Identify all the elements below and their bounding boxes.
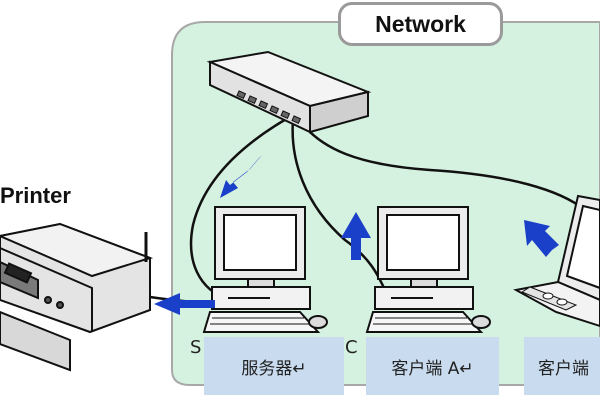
server-computer <box>202 206 328 333</box>
cable-to-server <box>189 116 289 302</box>
network-switch <box>206 50 372 134</box>
cable-to-client-a <box>291 119 387 291</box>
client-a-computer <box>365 206 491 333</box>
arrow-client-b-to-switch <box>524 220 559 257</box>
printer-label: Printer <box>0 183 71 208</box>
arrow-switch-to-server <box>220 155 262 198</box>
network-title: Network <box>338 2 503 46</box>
printer <box>0 222 154 372</box>
data-flow-arrows <box>154 155 559 315</box>
switch-ports <box>236 90 302 125</box>
server-caption: 服务器↵ <box>204 337 344 395</box>
server-caption-left-fragment: S <box>190 337 202 358</box>
arrow-server-to-printer <box>154 293 215 315</box>
client-a-caption: 客户端 A↵ <box>366 337 499 395</box>
client-b-laptop <box>513 194 600 328</box>
cable-to-client-b <box>296 117 586 211</box>
arrow-client-a-to-switch <box>341 212 371 260</box>
server-caption-right-fragment: C <box>345 337 358 358</box>
client-b-caption: 客户端 <box>524 337 600 395</box>
